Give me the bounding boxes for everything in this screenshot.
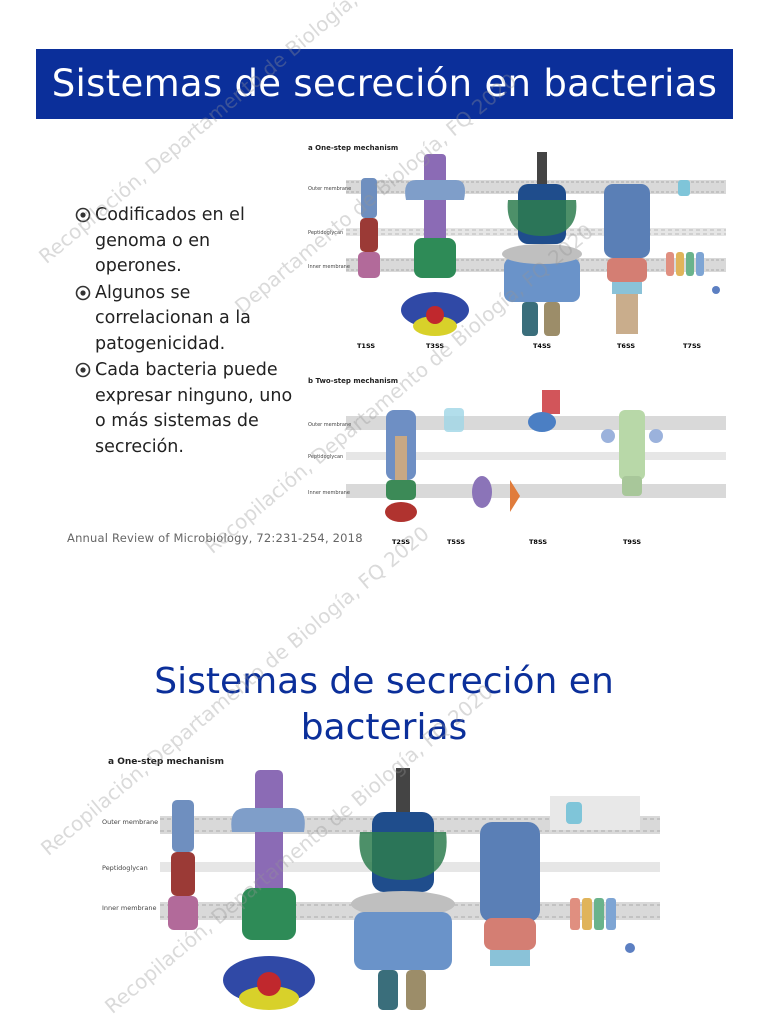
t5ss-complex — [444, 408, 492, 508]
bullet-text: Cada bacteria puede expresar ninguno, un… — [95, 360, 293, 457]
inner-membrane-label: Inner membrane — [308, 490, 350, 496]
panel-a-label: a One-step mechanism — [108, 757, 224, 767]
t1ss-complex — [358, 178, 380, 278]
t6ss-complex — [480, 822, 540, 966]
outer-membrane-label: Outer membrane — [308, 422, 351, 428]
t2ss-complex — [385, 410, 417, 522]
slide2-title-line1: Sistemas de secreción en — [154, 661, 614, 702]
system-label: T5SS — [447, 538, 465, 546]
outer-membrane-label: Outer membrane — [102, 818, 158, 826]
t7ss-complex — [666, 180, 720, 294]
t4ss-complex — [502, 152, 582, 336]
secretion-systems-figure: a One-step mechanism Outer membrane Pept… — [308, 144, 726, 546]
system-label: T3SS — [426, 342, 444, 350]
inner-membrane-label: Inner membrane — [102, 904, 156, 912]
system-label: T4SS — [533, 342, 551, 350]
bullet-circle-icon — [75, 285, 91, 300]
panel-b-label: b Two-step mechanism — [308, 377, 398, 385]
bullet-item: Cada bacteria puede expresar ninguno, un… — [74, 358, 294, 460]
system-label: T1SS — [357, 342, 375, 350]
t3ss-complex — [223, 770, 315, 1010]
system-label: T2SS — [392, 538, 410, 546]
slide2-title-line2: bacterias — [300, 707, 468, 748]
panel-a-label: a One-step mechanism — [308, 144, 398, 152]
t3ss-complex — [401, 154, 469, 336]
bullet-circle-icon — [75, 207, 91, 223]
peptidoglycan-label: Peptidoglycan — [308, 454, 343, 460]
outer-membrane-label: Outer membrane — [308, 186, 351, 192]
slide2-title: Sistemas de secreción en bacterias — [0, 659, 768, 751]
t4ss-complex — [351, 768, 455, 1010]
bullet-item: Codificados en el genoma o en operones. — [74, 203, 294, 280]
system-label: T7SS — [683, 342, 701, 350]
t8ss-complex — [510, 390, 560, 512]
secretion-systems-figure-large: a One-step mechanism Outer membrane Pept… — [102, 757, 660, 1010]
slide1-title: Sistemas de secreción en bacterias — [51, 62, 718, 105]
t6ss-complex — [604, 184, 650, 334]
system-label: T8SS — [529, 538, 547, 546]
bullet-circle-icon — [75, 362, 91, 378]
inner-membrane-label: Inner membrane — [308, 264, 350, 270]
peptidoglycan-label: Peptidoglycan — [102, 864, 148, 872]
t1ss-complex — [168, 800, 198, 930]
bullet-text: Codificados en el genoma o en operones. — [95, 205, 245, 276]
citation: Annual Review of Microbiology, 72:231-25… — [67, 531, 363, 545]
slide1-bullet-list: Codificados en el genoma o en operones. … — [74, 203, 294, 461]
bullet-text: Algunos se correlacionan a la patogenici… — [95, 282, 251, 354]
bullet-item: Algunos se correlacionan a la patogenici… — [74, 281, 294, 358]
t9ss-complex — [601, 410, 663, 496]
t7ss-complex — [550, 796, 640, 953]
system-label: T9SS — [623, 538, 641, 546]
peptidoglycan-label: Peptidoglycan — [308, 230, 343, 236]
slide1-title-bar: Sistemas de secreción en bacterias — [36, 49, 733, 119]
system-label: T6SS — [617, 342, 635, 350]
